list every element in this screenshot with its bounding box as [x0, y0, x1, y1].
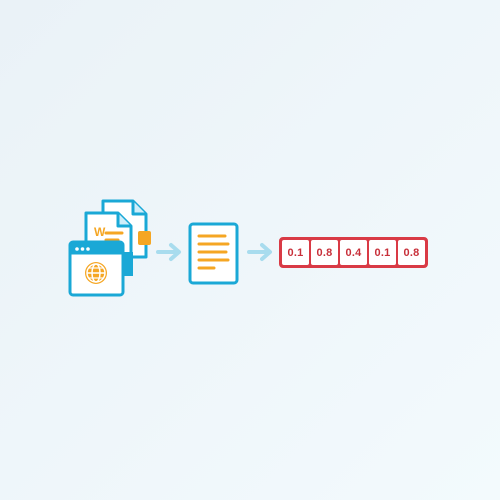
- globe-icon: [85, 262, 107, 284]
- text-document-icon: [188, 222, 239, 285]
- right-arrow-icon: [247, 243, 272, 261]
- embedding-vector: 0.1 0.8 0.4 0.1 0.8: [279, 237, 428, 268]
- orange-tab-icon: [138, 231, 151, 245]
- source-documents-icon: W: [68, 199, 151, 297]
- vector-cell-3: 0.4: [340, 240, 367, 265]
- vector-cell-5: 0.8: [398, 240, 425, 265]
- vector-cell-1: 0.1: [282, 240, 309, 265]
- web-page-icon: [68, 240, 125, 297]
- vector-cell-2: 0.8: [311, 240, 338, 265]
- vector-cell-4: 0.1: [369, 240, 396, 265]
- right-arrow-icon: [156, 243, 181, 261]
- word-letter: W: [94, 225, 106, 239]
